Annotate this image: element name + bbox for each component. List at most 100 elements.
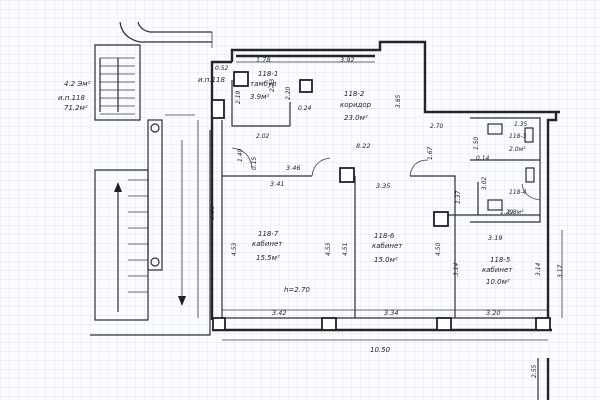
dim-1-50: 1.50	[473, 136, 480, 150]
stair-label-id: и.п.118	[58, 94, 85, 102]
dim-2-55: 2.55	[531, 364, 538, 378]
wall-wc-block	[470, 117, 541, 223]
column-bottom-1	[212, 317, 226, 331]
dim-1-37: 1.37	[455, 190, 462, 204]
room-118-5-id: 118-5	[490, 256, 511, 264]
dim-3-20: 3.20	[486, 309, 500, 317]
columns	[211, 71, 551, 331]
dim-1-67: 1.67	[427, 146, 434, 160]
room-118-7-id: 118-7	[258, 230, 279, 238]
wall-right	[546, 112, 558, 318]
dim-3-02: 3.02	[481, 176, 488, 190]
dim-1-29: 1.29	[500, 209, 514, 216]
dim-8-22: 8.22	[356, 142, 370, 150]
dim-0-15: 0.15	[251, 156, 258, 170]
dim-0-52: 0.52	[215, 65, 229, 72]
room-118-4-area: 1.8м²	[507, 209, 524, 216]
room-118-2-name: коридор	[340, 101, 372, 109]
dim-2-19: 2.19	[235, 90, 242, 104]
wall-top	[230, 40, 560, 114]
room-118-1-area: 3.9м²	[250, 93, 269, 101]
dim-8-93: 8.93	[208, 206, 216, 220]
room-118-6-name: кабинет	[372, 242, 403, 250]
room-118-5-name: кабинет	[482, 266, 513, 274]
column-corridor	[299, 79, 313, 93]
dim-4-51: 4.51	[342, 243, 349, 256]
room-118-2-area: 23.0м²	[344, 114, 368, 122]
stair-curve-outer	[119, 21, 212, 43]
dim-3-14-left: 3.14	[453, 262, 460, 276]
dimension-lines	[197, 61, 563, 341]
dimension-texts: 0.52 1.78 3.92 2.43 2.19 2.20 0.24 2.02 …	[208, 56, 564, 378]
room-118-1-id: 118-1	[258, 70, 278, 78]
dim-2-43: 2.43	[269, 78, 276, 92]
room-118-6-id: 118-6	[374, 232, 395, 240]
stair-label-area1: 4.2 Эм²	[64, 80, 91, 88]
room-118-3-id: 118-3	[509, 133, 527, 140]
room-labels: 118-1 тамбур 3.9м² 118-2 коридор 23.0м² …	[58, 70, 527, 294]
dim-3-14-right: 3.14	[535, 262, 542, 276]
dim-4-53-left: 4.53	[231, 242, 238, 256]
dim-0-24: 0.24	[298, 105, 312, 112]
stair-curve-inner	[137, 21, 212, 33]
wall-vestibule	[231, 80, 290, 127]
room-118-3-area: 2.0м²	[509, 146, 526, 153]
stair-post-top	[150, 123, 160, 133]
door-room7b	[311, 157, 331, 177]
dim-3-19: 3.19	[488, 234, 502, 242]
doors	[231, 147, 541, 201]
dim-4-50: 4.50	[435, 242, 442, 256]
sink-2-icon	[487, 199, 503, 211]
dim-2-70: 2.70	[430, 123, 444, 130]
wc-fixtures	[487, 123, 535, 211]
dim-3-92: 3.92	[340, 56, 354, 64]
dim-1-35: 1.35	[514, 121, 528, 128]
ceiling-height-note: h=2.70	[284, 286, 310, 294]
dim-1-78: 1.78	[256, 56, 270, 64]
dim-0-14: 0.14	[476, 155, 490, 162]
column-center	[339, 167, 355, 183]
staircase	[90, 21, 213, 336]
stair-arrowhead-up	[114, 182, 122, 192]
toilet-icon	[524, 127, 534, 143]
stair-label-area2: 71.2м²	[64, 104, 88, 112]
door-room6	[409, 159, 429, 177]
dim-3-17: 3.17	[557, 264, 564, 278]
sink-icon	[487, 123, 503, 135]
column-bottom-4	[535, 317, 551, 331]
room-118-7-name: кабинет	[252, 240, 283, 248]
column-bottom-3	[436, 317, 452, 331]
room-118-4-id: 118-4	[509, 189, 527, 196]
stair-handrail-block	[147, 119, 163, 271]
door-room7	[231, 147, 253, 169]
toilet-2-icon	[525, 167, 535, 183]
dim-3-42: 3.42	[272, 309, 286, 317]
column-vestibule	[233, 71, 249, 87]
stair-flight-upper	[94, 44, 141, 121]
dim-2-20: 2.20	[285, 86, 292, 100]
dim-3-85: 3.85	[395, 94, 402, 108]
corridor-arrowhead-down	[178, 296, 186, 306]
dim-3-41: 3.41	[270, 180, 284, 188]
wall-left-outer	[210, 60, 232, 320]
corridor-label: и.п.118	[198, 76, 225, 84]
walls	[210, 40, 560, 400]
stair-enclosure	[90, 130, 211, 336]
column-left-top	[211, 99, 225, 119]
room-118-2-id: 118-2	[344, 90, 365, 98]
column-right	[433, 211, 449, 227]
room-118-6-area: 15.0м²	[374, 256, 398, 264]
dim-2-02: 2.02	[256, 133, 270, 140]
wall-room6-5	[410, 175, 456, 318]
dim-3-46: 3.46	[286, 164, 300, 172]
dim-10-50: 10.50	[370, 346, 391, 354]
room-118-1-name: тамбур	[250, 80, 277, 88]
stair-flight-lower	[94, 169, 149, 321]
column-bottom-2	[321, 317, 337, 331]
dim-3-34: 3.34	[384, 309, 398, 317]
room-118-7-area: 15.5м²	[256, 254, 280, 262]
room-118-5-area: 10.0м²	[486, 278, 510, 286]
dim-3-35: 3.35	[376, 182, 390, 190]
